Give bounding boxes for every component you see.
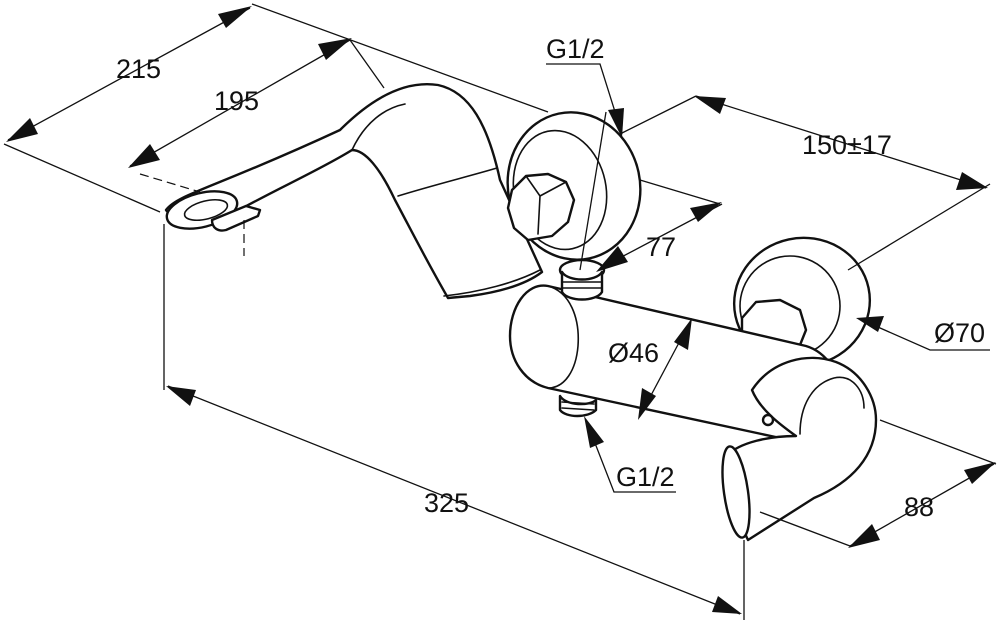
spout-ring-line — [397, 167, 498, 197]
mixer-tap-drawing — [164, 83, 878, 542]
dim-150-extension-a — [619, 95, 697, 135]
dim-70-leader — [861, 319, 990, 351]
dim-150-line — [695, 95, 987, 189]
label-overall-reach: 215 — [116, 54, 161, 84]
label-cap-depth: 77 — [646, 232, 676, 262]
dimension-labels: 215 195 G1/2 150±17 77 Ø46 Ø70 G1/2 325 … — [116, 34, 985, 522]
dim-150-extension-b — [847, 183, 991, 271]
handle-inner-curve — [799, 376, 865, 435]
label-outlet-thread-bottom: G1/2 — [616, 462, 675, 492]
handle-lever — [724, 356, 878, 542]
dim-g12-top-arrow — [608, 108, 624, 138]
dim-46-arrow-a — [674, 318, 692, 350]
union-nut-left-facet — [525, 175, 567, 235]
spout-outlet-inner — [183, 198, 229, 222]
handle-screw — [761, 413, 775, 427]
handle-front-face — [721, 445, 751, 539]
dimension-lines — [3, 3, 997, 620]
dim-215-extension-a — [3, 143, 161, 213]
dim-70-arrow — [856, 316, 884, 332]
dim-g12-top-leader-2 — [579, 111, 607, 271]
dim-215-extension-b — [251, 3, 549, 113]
dim-88-extension-b — [879, 419, 997, 465]
spout-lower-ring-line — [443, 269, 541, 297]
dim-215-line — [7, 7, 251, 141]
label-body-diameter: Ø46 — [608, 338, 659, 368]
dim-195-extension-spout — [139, 173, 201, 193]
label-spout-reach: 195 — [214, 86, 259, 116]
dim-215-arrow-a — [6, 118, 38, 142]
dim-88-extension-a — [759, 511, 851, 547]
inlet-thread-lines — [561, 281, 603, 289]
dim-88-arrow-a — [848, 524, 880, 548]
dim-g12-bottom-arrow — [584, 416, 604, 448]
dim-215-arrow-b — [218, 6, 252, 28]
dim-77-arrow-a — [596, 246, 628, 272]
outlet-fitting — [558, 394, 598, 418]
union-nut-left — [506, 172, 576, 242]
dim-195-line — [129, 39, 351, 167]
dim-150-arrow-b — [956, 172, 988, 190]
dim-150-arrow-a — [694, 96, 726, 114]
label-overall-length: 325 — [424, 488, 469, 518]
swivel-spout — [164, 83, 544, 300]
dim-325-line — [167, 385, 741, 615]
dim-88-arrow-b — [964, 462, 996, 484]
inlet-fitting-top-body — [560, 270, 604, 301]
dim-195-arrow-a — [128, 144, 160, 168]
label-escutcheon-diameter: Ø70 — [934, 318, 985, 348]
dim-195-extension — [349, 39, 385, 89]
label-lever-depth: 88 — [904, 492, 934, 522]
dim-325-arrow-b — [712, 596, 742, 614]
dim-195-arrow-b — [318, 38, 352, 60]
label-centre-distance: 150±17 — [802, 130, 892, 160]
dim-77-extension — [639, 179, 721, 205]
dim-77-arrow-b — [690, 202, 722, 222]
spout-inner-edge — [351, 103, 406, 151]
aerator-nozzle — [210, 204, 262, 232]
outlet-thread-lines — [561, 401, 595, 411]
label-inlet-thread-top: G1/2 — [546, 34, 605, 64]
dim-325-arrow-a — [166, 386, 196, 406]
dim-46-arrow-b — [638, 388, 656, 420]
